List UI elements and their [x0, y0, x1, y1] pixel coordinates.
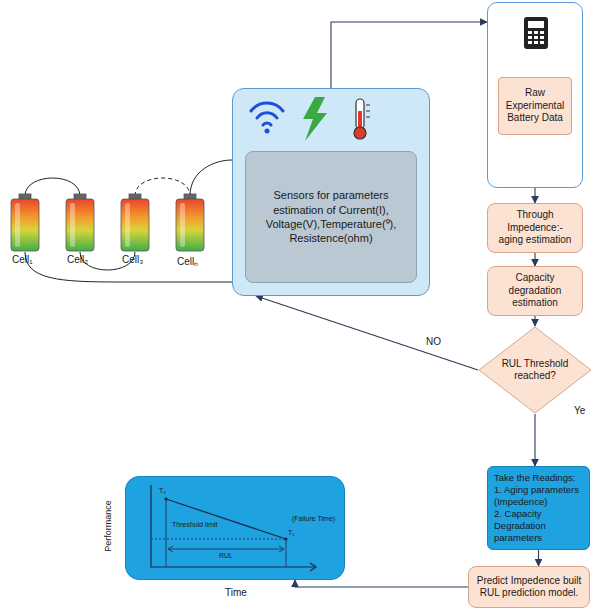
time-marker: T₀	[159, 487, 166, 495]
flow-arrow	[331, 22, 487, 88]
sensor-panel: Sensors for parameters estimation of Cur…	[232, 88, 430, 296]
node-text: Through Impedence:- aging estimation	[494, 209, 576, 247]
cell-label: Cell₁	[12, 254, 33, 265]
node-text: Raw Experimental Battery Data	[504, 87, 566, 125]
time-marker: T₁	[288, 529, 295, 537]
node-text: RUL Threshold reached?	[501, 358, 569, 383]
process-box: Through Impedence:- aging estimation	[487, 203, 583, 253]
edge-label: Ye	[572, 405, 587, 416]
data-box: Raw Experimental Battery Data	[487, 2, 583, 188]
cell-label: Cellₙ	[177, 254, 198, 268]
flow-arrow	[534, 188, 535, 203]
battery-wires	[25, 160, 232, 282]
edge-label: NO	[424, 336, 443, 347]
flow-arrow	[534, 414, 535, 466]
battery-cells	[11, 194, 204, 251]
node-text: Capacity degradation estimation	[494, 272, 576, 310]
readings-box: Take the Readings:1. Aging parameters (I…	[487, 466, 590, 550]
node-text: Predict Impedence built RUL prediction m…	[475, 575, 583, 600]
failure-label: (Failure Time)	[292, 515, 335, 523]
cell-label: Cell₃	[122, 254, 143, 265]
axis-title: Time	[216, 587, 256, 598]
flow-arrow	[295, 580, 468, 587]
axis-title: Performance	[104, 491, 114, 561]
battery-shine	[15, 203, 185, 247]
node-text: Take the Readings:	[494, 472, 575, 484]
flow-arrow	[534, 253, 535, 266]
cell-label: Cell₂	[67, 254, 88, 265]
process-box: Capacity degradation estimation	[487, 266, 583, 316]
process-box: Predict Impedence built RUL prediction m…	[468, 566, 590, 608]
flow-arrow	[534, 316, 535, 326]
sensor-icons	[233, 89, 431, 149]
flow-arrow	[256, 296, 478, 370]
node-text: 2. Capacity Degradation parameters	[494, 508, 583, 544]
decision-diamond: RUL Threshold reached?	[478, 326, 592, 414]
threshold-label: Threshold limit	[172, 521, 218, 529]
calculator-icon	[488, 3, 584, 63]
node-text: Sensors for parameters estimation of Cur…	[254, 188, 408, 245]
diamond-text: RUL Threshold reached?	[501, 358, 569, 383]
data-inner-box: Raw Experimental Battery Data	[498, 77, 572, 135]
sensor-inner-box: Sensors for parameters estimation of Cur…	[245, 151, 417, 283]
rul-label: RUL	[216, 552, 236, 560]
rul-chart-panel: PerformanceT₀Threshold limitT₁(Failure T…	[125, 476, 345, 580]
flow-arrow	[538, 550, 539, 566]
node-text: 1. Aging parameters (Impedence)	[494, 484, 583, 508]
